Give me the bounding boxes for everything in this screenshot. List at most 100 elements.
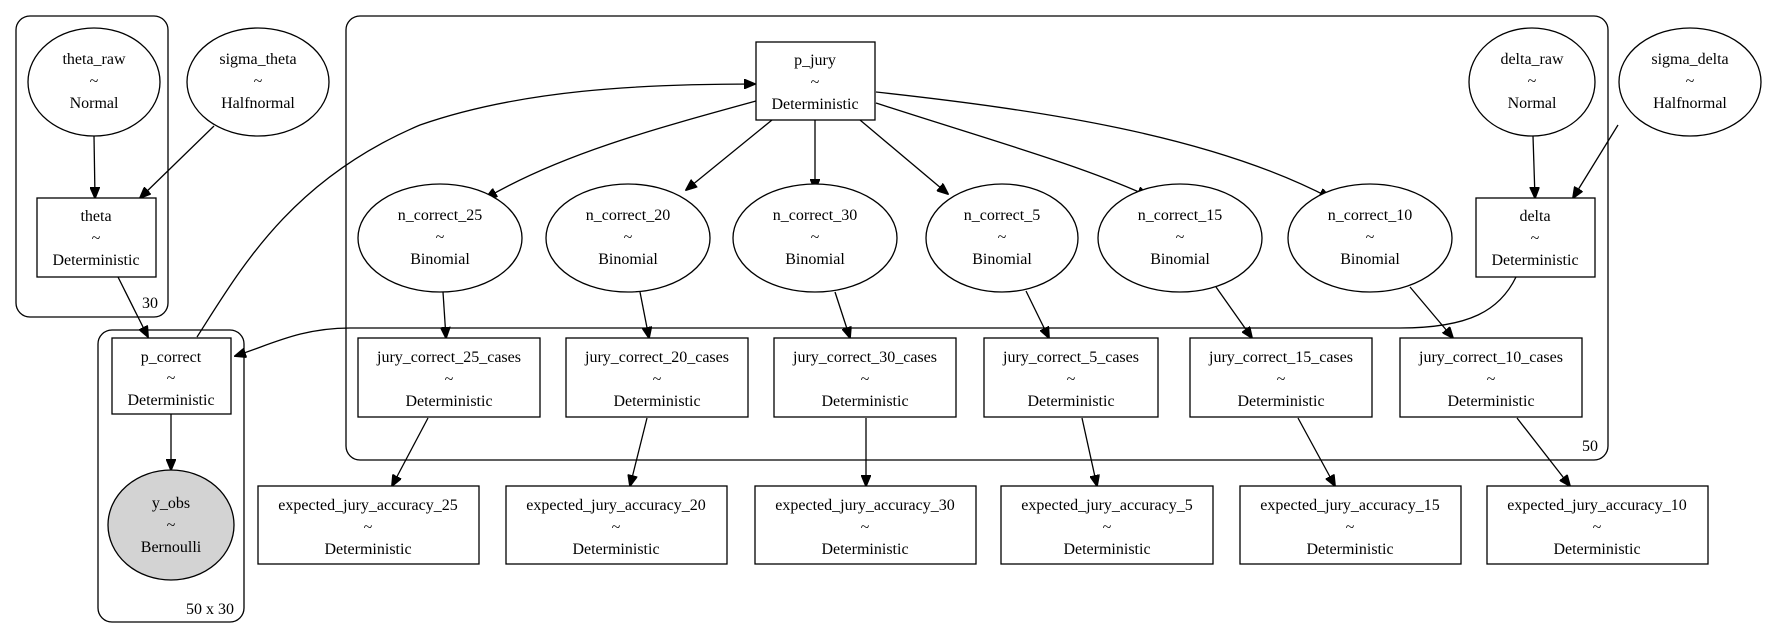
node-name: n_correct_15 xyxy=(1138,207,1222,224)
node-tilde: ~ xyxy=(998,229,1007,246)
edge-n_correct_15-jury_correct_15_cases xyxy=(1215,286,1252,338)
node-tilde: ~ xyxy=(1531,230,1540,247)
node-expected_jury_accuracy_20[interactable]: expected_jury_accuracy_20 ~ Deterministi… xyxy=(505,485,728,565)
node-tilde: ~ xyxy=(167,517,176,534)
node-tilde: ~ xyxy=(861,371,870,388)
edge-n_correct_10-jury_correct_10_cases xyxy=(1409,286,1453,338)
node-dist: Binomial xyxy=(598,251,658,268)
node-name: expected_jury_accuracy_15 xyxy=(1260,497,1439,514)
node-sigma_delta[interactable]: sigma_delta ~ Halfnormal xyxy=(1618,27,1762,137)
node-tilde: ~ xyxy=(1067,371,1076,388)
plate-label-50x30: 50 x 30 xyxy=(186,601,234,618)
node-jury_correct_5_cases[interactable]: jury_correct_5_cases ~ Deterministic xyxy=(983,337,1159,418)
node-name: expected_jury_accuracy_10 xyxy=(1507,497,1686,514)
node-tilde: ~ xyxy=(811,74,820,91)
node-tilde: ~ xyxy=(90,73,99,90)
node-p_jury[interactable]: p_jury ~ Deterministic xyxy=(755,41,876,121)
node-dist: Binomial xyxy=(785,251,845,268)
node-sigma_theta[interactable]: sigma_theta ~ Halfnormal xyxy=(186,27,330,137)
node-expected_jury_accuracy_30[interactable]: expected_jury_accuracy_30 ~ Deterministi… xyxy=(754,485,977,565)
node-jury_correct_15_cases[interactable]: jury_correct_15_cases ~ Deterministic xyxy=(1189,337,1373,418)
edge-delta-p_correct xyxy=(235,276,1517,356)
node-n_correct_15[interactable]: n_correct_15 ~ Binomial xyxy=(1097,183,1263,293)
node-expected_jury_accuracy_15[interactable]: expected_jury_accuracy_15 ~ Deterministi… xyxy=(1239,485,1462,565)
node-n_correct_25[interactable]: n_correct_25 ~ Binomial xyxy=(357,183,523,293)
edge-n_correct_20-jury_correct_20_cases xyxy=(639,291,649,338)
node-tilde: ~ xyxy=(1277,371,1286,388)
node-expected_jury_accuracy_25[interactable]: expected_jury_accuracy_25 ~ Deterministi… xyxy=(257,485,480,565)
node-jury_correct_20_cases[interactable]: jury_correct_20_cases ~ Deterministic xyxy=(565,337,749,418)
node-n_correct_5[interactable]: n_correct_5 ~ Binomial xyxy=(925,183,1079,293)
node-dist: Deterministic xyxy=(52,252,139,269)
node-tilde: ~ xyxy=(364,519,373,536)
node-tilde: ~ xyxy=(1176,229,1185,246)
node-name: expected_jury_accuracy_30 xyxy=(775,497,954,514)
node-n_correct_30[interactable]: n_correct_30 ~ Binomial xyxy=(732,183,898,293)
nodes: theta_raw ~ Normal sigma_theta ~ Halfnor… xyxy=(27,27,1762,581)
node-name: p_jury xyxy=(794,52,836,69)
node-dist: Deterministic xyxy=(771,96,858,113)
node-dist: Normal xyxy=(70,95,119,112)
node-dist: Deterministic xyxy=(821,541,908,558)
node-name: expected_jury_accuracy_5 xyxy=(1021,497,1192,514)
node-name: delta_raw xyxy=(1500,51,1564,68)
edge-theta_raw-theta xyxy=(94,135,95,198)
node-name: p_correct xyxy=(141,349,202,366)
edge-jury_correct_5_cases-expected_jury_accuracy_5 xyxy=(1081,417,1097,486)
node-tilde: ~ xyxy=(436,229,445,246)
node-theta[interactable]: theta ~ Deterministic xyxy=(36,197,157,278)
node-theta_raw[interactable]: theta_raw ~ Normal xyxy=(27,27,161,137)
edge-n_correct_30-jury_correct_30_cases xyxy=(834,291,850,338)
node-expected_jury_accuracy_5[interactable]: expected_jury_accuracy_5 ~ Deterministic xyxy=(1000,485,1214,565)
node-dist: Deterministic xyxy=(405,393,492,410)
node-dist: Deterministic xyxy=(1491,252,1578,269)
node-dist: Binomial xyxy=(1150,251,1210,268)
node-delta[interactable]: delta ~ Deterministic xyxy=(1475,197,1596,278)
node-tilde: ~ xyxy=(92,230,101,247)
node-dist: Deterministic xyxy=(1553,541,1640,558)
node-dist: Normal xyxy=(1508,95,1557,112)
node-dist: Deterministic xyxy=(1237,393,1324,410)
node-jury_correct_10_cases[interactable]: jury_correct_10_cases ~ Deterministic xyxy=(1399,337,1583,418)
node-tilde: ~ xyxy=(167,370,176,387)
node-tilde: ~ xyxy=(624,229,633,246)
node-dist: Binomial xyxy=(1340,251,1400,268)
node-name: jury_correct_15_cases xyxy=(1208,349,1353,366)
edge-theta-p_correct xyxy=(117,276,148,337)
node-name: n_correct_25 xyxy=(398,207,482,224)
node-n_correct_20[interactable]: n_correct_20 ~ Binomial xyxy=(545,183,711,293)
node-tilde: ~ xyxy=(612,519,621,536)
node-dist: Deterministic xyxy=(1447,393,1534,410)
edges xyxy=(94,84,1619,486)
node-name: expected_jury_accuracy_20 xyxy=(526,497,705,514)
node-jury_correct_25_cases[interactable]: jury_correct_25_cases ~ Deterministic xyxy=(357,337,541,418)
edge-n_correct_5-jury_correct_5_cases xyxy=(1025,290,1049,338)
edge-jury_correct_25_cases-expected_jury_accuracy_25 xyxy=(392,417,429,486)
node-expected_jury_accuracy_10[interactable]: expected_jury_accuracy_10 ~ Deterministi… xyxy=(1486,485,1709,565)
edge-p_jury-n_correct_10 xyxy=(875,91,1330,198)
edge-p_jury-n_correct_5 xyxy=(859,119,948,194)
node-dist: Deterministic xyxy=(613,393,700,410)
node-n_correct_10[interactable]: n_correct_10 ~ Binomial xyxy=(1287,183,1453,293)
node-name: n_correct_10 xyxy=(1328,207,1412,224)
node-name: jury_correct_30_cases xyxy=(792,349,937,366)
node-tilde: ~ xyxy=(1346,519,1355,536)
node-name: n_correct_5 xyxy=(964,207,1040,224)
edge-sigma_theta-theta xyxy=(140,125,215,198)
node-tilde: ~ xyxy=(1528,73,1537,90)
node-dist: Binomial xyxy=(410,251,470,268)
node-name: jury_correct_10_cases xyxy=(1418,349,1563,366)
edge-jury_correct_10_cases-expected_jury_accuracy_10 xyxy=(1516,417,1570,486)
node-y_obs[interactable]: y_obs ~ Bernoulli xyxy=(107,469,235,581)
node-delta_raw[interactable]: delta_raw ~ Normal xyxy=(1468,27,1596,137)
node-dist: Deterministic xyxy=(127,392,214,409)
edge-p_jury-n_correct_20 xyxy=(686,119,773,190)
node-jury_correct_30_cases[interactable]: jury_correct_30_cases ~ Deterministic xyxy=(773,337,957,418)
node-dist: Deterministic xyxy=(1063,541,1150,558)
node-name: jury_correct_5_cases xyxy=(1002,349,1139,366)
edge-jury_correct_15_cases-expected_jury_accuracy_15 xyxy=(1297,417,1335,486)
node-name: n_correct_30 xyxy=(773,207,857,224)
node-dist: Deterministic xyxy=(821,393,908,410)
node-p_correct[interactable]: p_correct ~ Deterministic xyxy=(111,337,232,415)
edge-sigma_delta-delta xyxy=(1573,124,1619,198)
